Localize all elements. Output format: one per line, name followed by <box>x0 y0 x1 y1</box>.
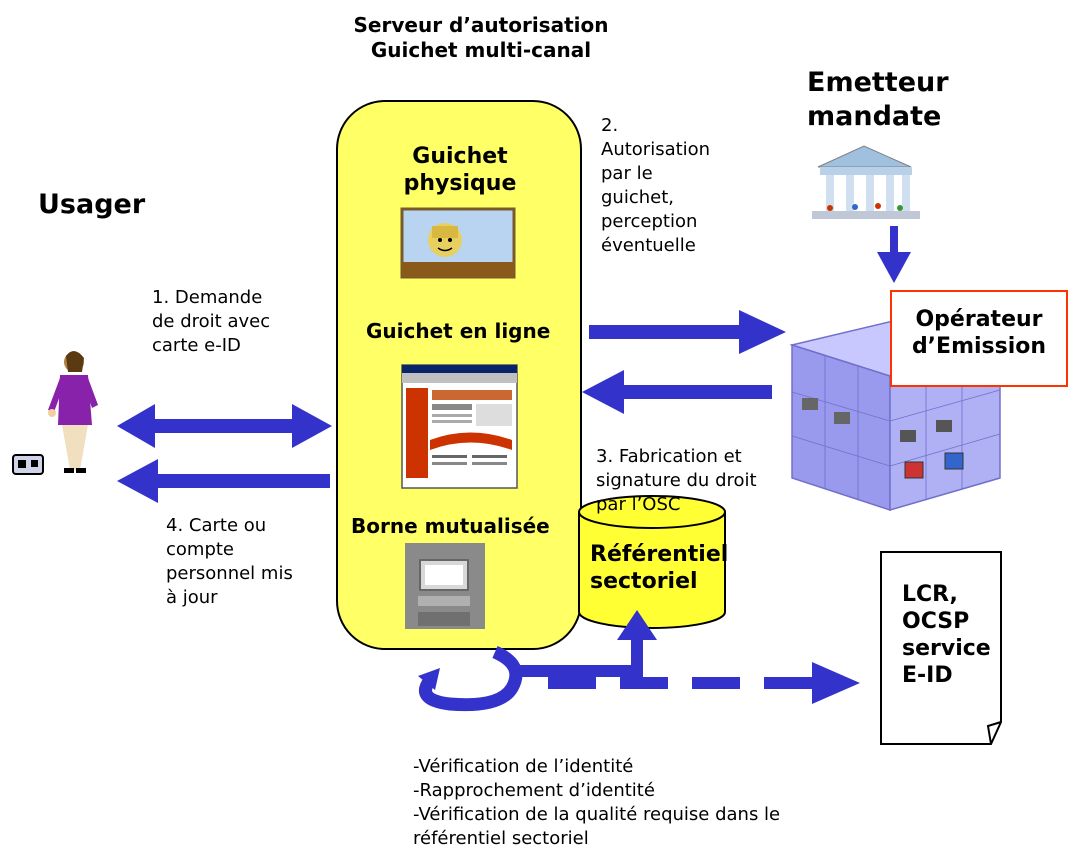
emetteur-title: Emetteur mandate <box>807 67 949 132</box>
server-title-line1: Serveur d’autorisation <box>353 13 609 37</box>
step2-text: 2. Autorisation par le guichet, percepti… <box>601 115 711 256</box>
checks-text: -Vérification de l’identité -Rapprocheme… <box>413 756 781 849</box>
person-icon <box>48 350 98 473</box>
server-title-line2: Guichet multi-canal <box>370 38 592 62</box>
arrow-step2 <box>589 310 786 354</box>
arrow-step1 <box>117 404 332 448</box>
borne-mutualisee-label: Borne mutualisée <box>351 514 550 538</box>
arrow-emetteur-to-operateur <box>877 226 911 283</box>
counter-clerk-icon <box>400 207 516 279</box>
arrow-step4 <box>117 459 330 503</box>
step1-text: 1. Demande de droit avec carte e-ID <box>152 287 271 356</box>
temple-icon <box>812 145 920 219</box>
dashed-arrow-to-lcr <box>548 662 860 704</box>
lcr-label: LCR, OCSP service E-ID <box>902 582 991 688</box>
loop-arrow <box>419 646 523 712</box>
arrow-step3 <box>582 370 772 414</box>
referentiel-label: Référentiel sectoriel <box>590 542 729 594</box>
arrow-to-referentiel <box>510 610 657 677</box>
card-icon <box>12 454 44 475</box>
usager-title: Usager <box>38 189 146 220</box>
database-cylinder-icon <box>578 495 726 629</box>
server-title: Serveur d’autorisation Guichet multi-can… <box>338 13 624 63</box>
step4-text: 4. Carte ou compte personnel mis à jour <box>166 515 293 608</box>
step3-text: 3. Fabrication et signature du droit par… <box>596 446 757 515</box>
guichet-physique-label: Guichet physique <box>403 144 517 196</box>
guichet-en-ligne-label: Guichet en ligne <box>366 319 551 343</box>
operateur-box <box>890 290 1068 387</box>
operateur-label: Opérateur d’Emission <box>911 307 1047 359</box>
web-browser-icon <box>401 364 518 489</box>
kiosk-icon <box>405 543 485 629</box>
document-icon <box>880 551 1002 745</box>
